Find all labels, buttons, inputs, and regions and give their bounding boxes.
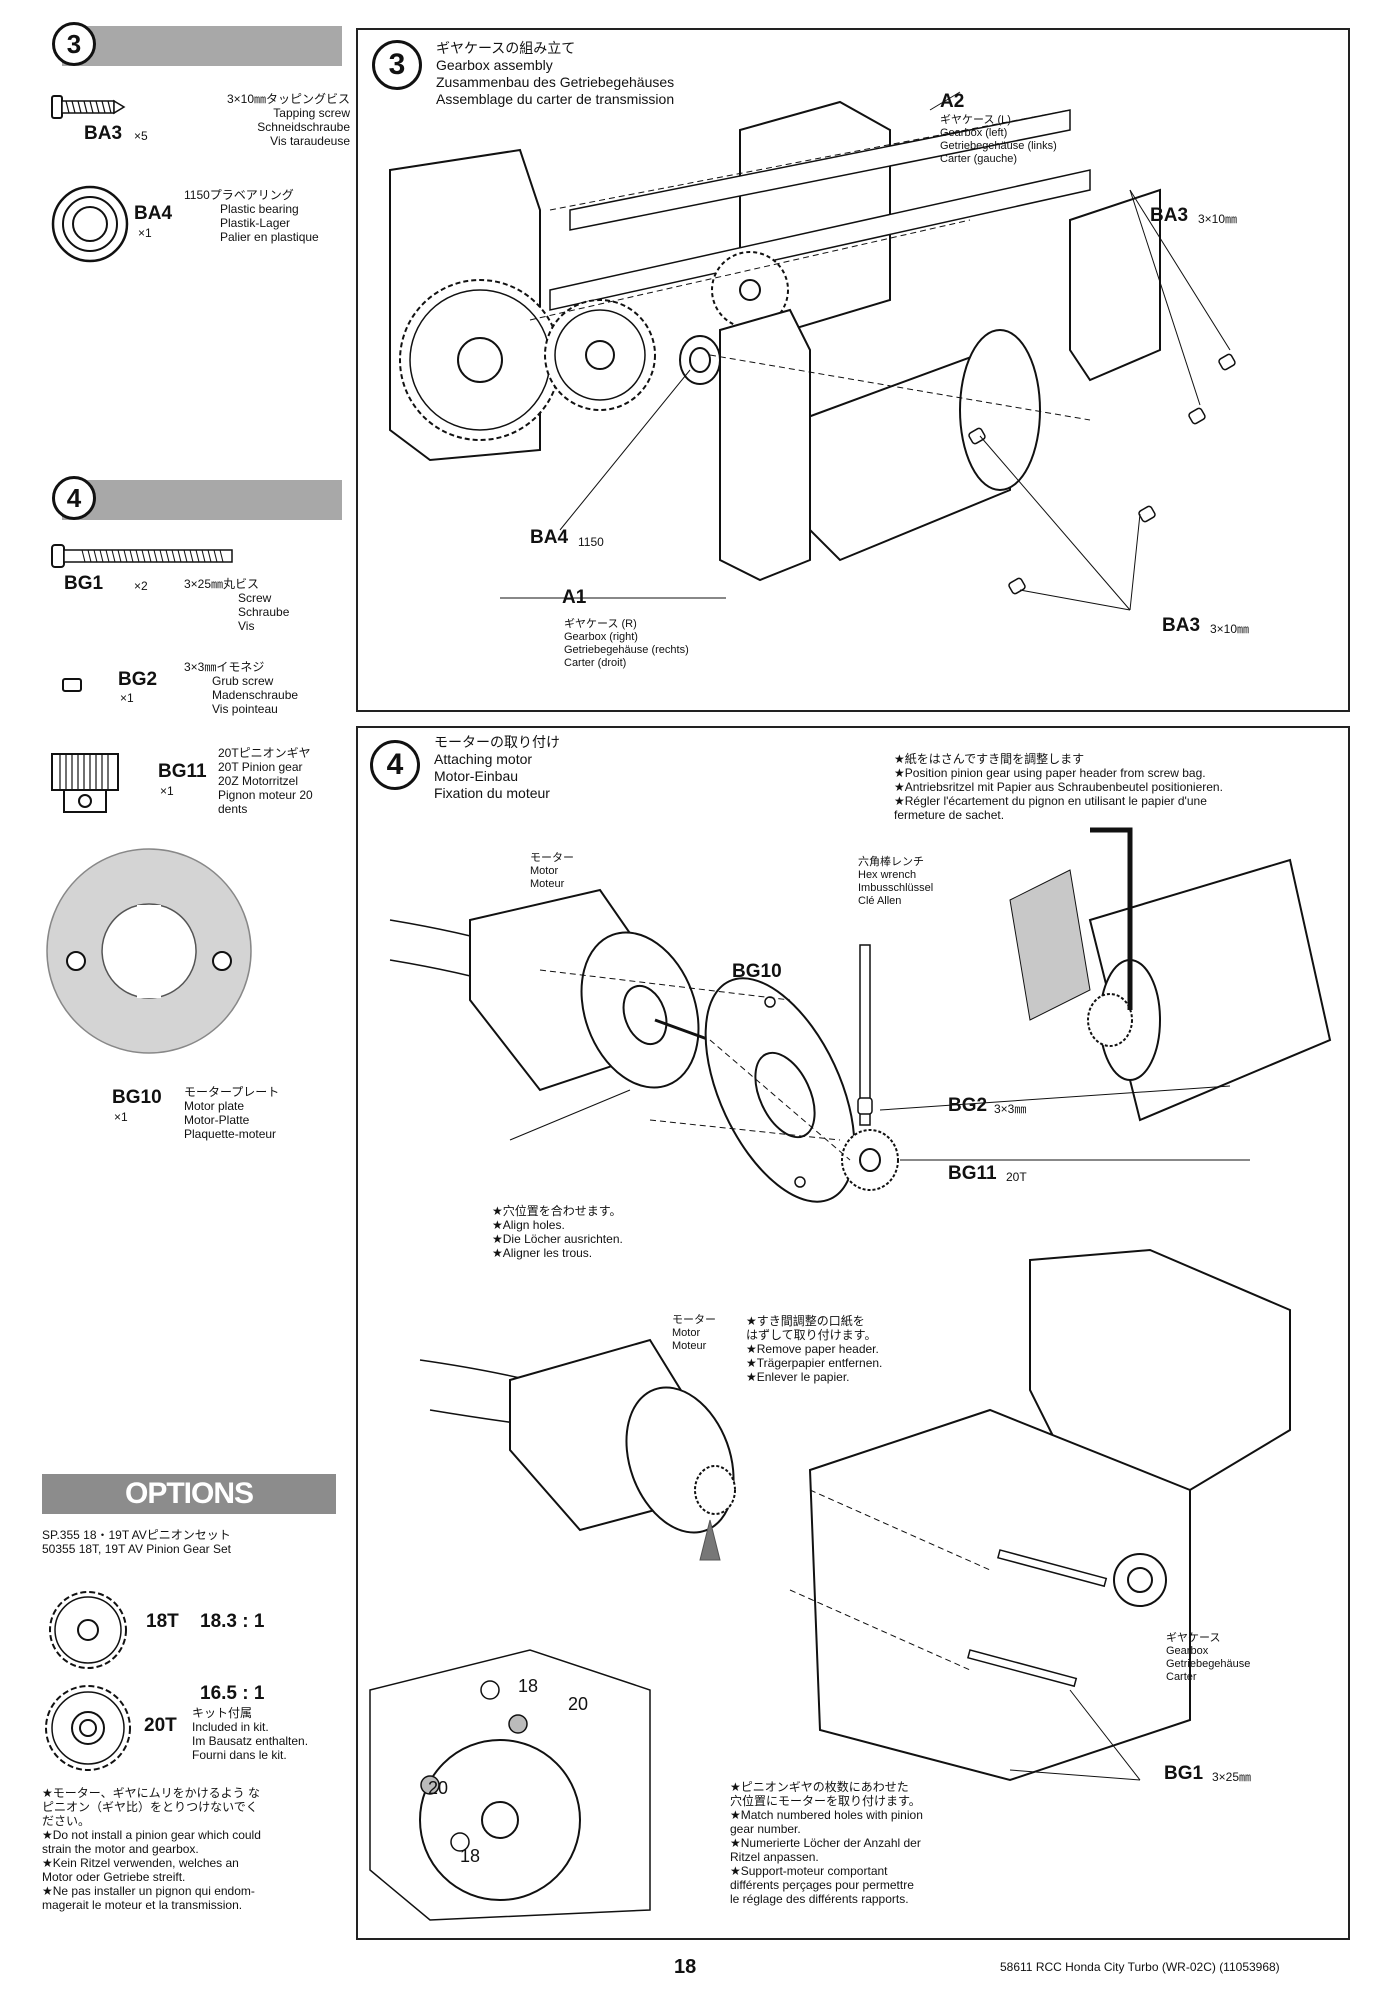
motor-label-1: モーター Motor Moteur — [530, 852, 574, 890]
panel-3-title: ギヤケースの組み立て Gearbox assembly Zusammenbau … — [436, 40, 675, 107]
bg2-panel-size: 3×3㎜ — [994, 1102, 1027, 1116]
hole-label-20-top: 20 — [568, 1694, 589, 1714]
gear-20t-ratio: 16.5 : 1 — [200, 1683, 265, 1704]
ba4-bearing-icon — [51, 185, 129, 263]
model-info: 58611 RCC Honda City Turbo (WR-02C) (110… — [1000, 1960, 1280, 1974]
gear-20t-label: 20T — [144, 1715, 177, 1736]
gear-20t-note: キット付属 Included in kit. Im Bausatz enthal… — [192, 1706, 309, 1762]
a2-code: A2 — [940, 91, 965, 112]
ba4-qty: ×1 — [138, 226, 152, 240]
step-4-number: 4 — [52, 476, 96, 520]
paper-header-note: ★紙をはさんですき間を調整します ★Position pinion gear u… — [894, 752, 1223, 822]
panel-4-number: 4 — [370, 740, 420, 790]
ba3-desc: 3×10㎜タッピングビス Tapping screw Schneidschrau… — [226, 92, 350, 148]
remove-paper-note: ★すき間調整の口紙を はずして取り付けます。 ★Remove paper hea… — [746, 1314, 883, 1384]
ba3-screw-icon — [51, 95, 126, 119]
bg2-qty: ×1 — [120, 691, 134, 705]
a2-desc: ギヤケース (L) Gearbox (left) Getriebegehäuse… — [940, 114, 1057, 165]
options-warning: ★モーター、ギヤにムリをかけるよう な ピニオン（ギヤ比）をとりつけないでく だ… — [42, 1786, 261, 1912]
panel-3-number: 3 — [372, 40, 422, 90]
bg1-screw-icon — [51, 544, 233, 568]
ba4-panel-code: BA4 — [530, 527, 569, 548]
bg11-qty: ×1 — [160, 784, 174, 798]
panel-step-4 — [356, 726, 1350, 1940]
ba3-top-size: 3×10㎜ — [1198, 212, 1238, 226]
options-set-name: SP.355 18・19T AVピニオンセット 50355 18T, 19T A… — [42, 1528, 232, 1556]
bg11-panel-size: 20T — [1006, 1170, 1027, 1184]
motor-label-2: モーター Motor Moteur — [672, 1314, 716, 1352]
gear-18t-label: 18T — [146, 1611, 179, 1632]
hole-label-18-top: 18 — [518, 1676, 539, 1696]
bg10-panel-code: BG10 — [732, 961, 782, 982]
step-4-header-bar — [62, 480, 342, 520]
hole-label-20-left: 20 — [428, 1778, 449, 1798]
ba3-bottom-size: 3×10㎜ — [1210, 622, 1250, 636]
bg11-code: BG11 — [158, 761, 207, 782]
bg10-motor-plate-icon — [46, 848, 252, 1054]
ba3-qty: ×5 — [134, 129, 148, 143]
page-number: 18 — [674, 1956, 697, 1978]
bg1-panel-size: 3×25㎜ — [1212, 1770, 1252, 1784]
bg1-code: BG1 — [64, 573, 104, 594]
align-holes-note: ★穴位置を合わせます。 ★Align holes. ★Die Löcher au… — [492, 1204, 623, 1260]
motor-mounting-illustration — [369, 1248, 1291, 1921]
bg10-qty: ×1 — [114, 1110, 128, 1124]
bg1-desc: 3×25㎜丸ビス Screw Schraube Vis — [184, 577, 290, 633]
bg1-qty: ×2 — [134, 579, 148, 593]
bg1-panel-code: BG1 — [1164, 1763, 1204, 1784]
options-heading: OPTIONS — [42, 1474, 336, 1514]
motor-pinion-illustration — [389, 827, 1332, 1203]
gearbox-label: ギヤケース Gearbox Getriebegehäuse Carter — [1166, 1632, 1251, 1683]
bg11-desc: 20Tピニオンギヤ 20T Pinion gear 20Z Motorritze… — [218, 746, 313, 816]
bg10-desc: モータープレート Motor plate Motor-Platte Plaque… — [184, 1085, 280, 1141]
bg11-pinion-gear-icon — [51, 753, 119, 813]
bg2-desc: 3×3㎜イモネジ Grub screw Madenschraube Vis po… — [184, 660, 299, 716]
ba4-panel-size: 1150 — [578, 535, 604, 549]
bg2-grub-screw-icon — [62, 678, 82, 692]
step-3-header-bar — [62, 26, 342, 66]
gearbox-assembly-illustration — [389, 91, 1236, 611]
ba3-bottom-code: BA3 — [1162, 615, 1201, 636]
panel-step-3 — [356, 28, 1350, 712]
step-3-number: 3 — [52, 22, 96, 66]
match-holes-note: ★ピニオンギヤの枚数にあわせた 穴位置にモーターを取り付けます。 ★Match … — [730, 1780, 923, 1906]
gear-18t-icon — [49, 1591, 127, 1669]
ba3-top-code: BA3 — [1150, 205, 1189, 226]
panel-4-title: モーターの取り付け Attaching motor Motor-Einbau F… — [434, 734, 560, 801]
bg2-code: BG2 — [118, 669, 158, 690]
gear-18t-ratio: 18.3 : 1 — [200, 1611, 265, 1632]
hex-wrench-label: 六角棒レンチ Hex wrench Imbusschlüssel Clé All… — [858, 856, 934, 907]
hole-label-18-bottom: 18 — [460, 1846, 481, 1866]
gear-20t-icon — [45, 1685, 131, 1771]
bg2-panel-code: BG2 — [948, 1095, 988, 1116]
a1-desc: ギヤケース (R) Gearbox (right) Getriebegehäus… — [564, 618, 689, 669]
ba3-code: BA3 — [84, 123, 123, 144]
ba4-code: BA4 — [134, 203, 173, 224]
a1-code: A1 — [562, 587, 587, 608]
ba4-desc: 1150プラベアリング Plastic bearing Plastik-Lage… — [184, 188, 319, 244]
bg10-code: BG10 — [112, 1087, 162, 1108]
bg11-panel-code: BG11 — [948, 1163, 997, 1184]
